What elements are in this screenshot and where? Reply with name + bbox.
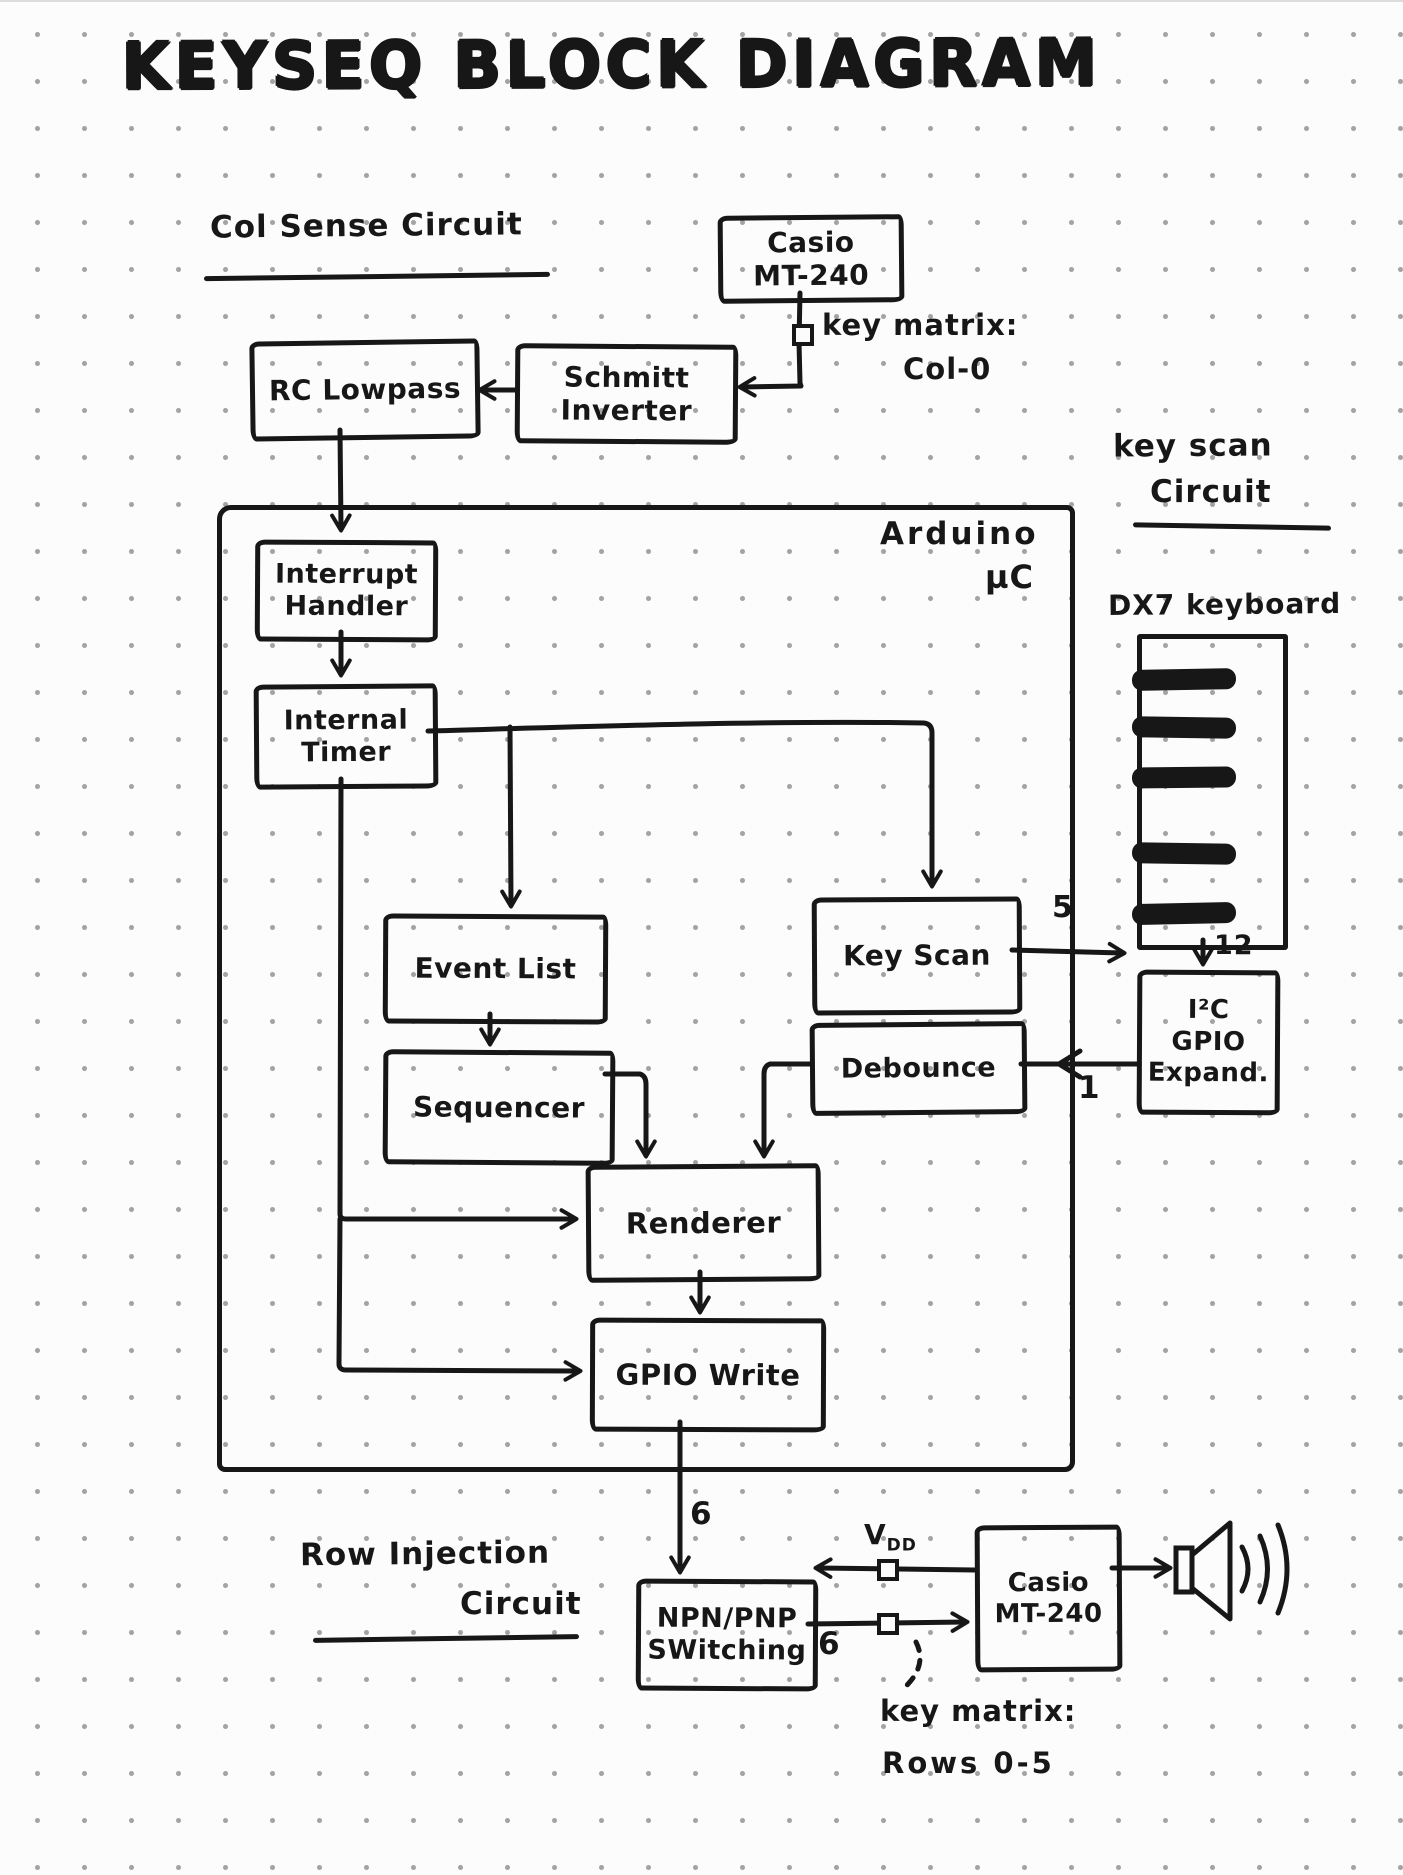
dx7-keyboard-label: DX7 keyboard [1107, 586, 1342, 623]
casio-bottom-line1: Casio [1007, 1567, 1090, 1599]
rc-lowpass-box: RC Lowpass [249, 338, 481, 442]
key-matrix-col-label-line2: Col-0 [903, 352, 992, 386]
col0-tap-square [792, 324, 814, 346]
col-sense-circuit-label: Col Sense Circuit [209, 206, 523, 246]
debounce-label: Debounce [840, 1051, 997, 1085]
gpio-write-box: GPIO Write [589, 1317, 827, 1433]
keyboard-key-bar [1131, 716, 1237, 739]
key-scan-circuit-label-line1: key scan [1112, 427, 1273, 465]
rc-lowpass-label: RC Lowpass [268, 372, 462, 408]
bus-width-5-label: 5 [1052, 890, 1074, 925]
speaker-icon [1173, 1520, 1290, 1622]
key-matrix-col-label-line1: key matrix: [822, 308, 1019, 342]
renderer-label: Renderer [625, 1205, 782, 1241]
keyboard-key-bar [1131, 766, 1237, 789]
arduino-uc-box [217, 505, 1075, 1472]
i2c-line3: Expand. [1147, 1058, 1270, 1089]
row-injection-label-line1: Row Injection [299, 1534, 551, 1574]
interrupt-handler-box: Interrupt Handler [254, 539, 439, 643]
npn-line2: SWitching [647, 1634, 807, 1667]
event-list-box: Event List [382, 913, 609, 1025]
speaker-driver [1173, 1545, 1195, 1595]
casio-mt240-top-box: Casio MT-240 [717, 214, 905, 304]
bus-width-6-rows-label: 6 [818, 1626, 841, 1662]
bus-width-12-label: 12 [1214, 930, 1254, 961]
arduino-label: Arduino [880, 516, 1039, 552]
npn-pnp-switching-box: NPN/PNP SWitching [635, 1578, 819, 1692]
timer-line2: Timer [301, 736, 392, 768]
sequencer-label: Sequencer [412, 1090, 586, 1125]
casio-mt240-bottom-box: Casio MT-240 [974, 1524, 1123, 1673]
col-sense-underline [203, 271, 551, 282]
casio-top-line2: MT-240 [753, 258, 870, 293]
schmitt-line2: Inverter [560, 393, 693, 428]
vdd-label: VDD [864, 1518, 917, 1556]
row-bus-dashed-arc [901, 1639, 923, 1691]
vdd-tap-square [877, 1559, 899, 1581]
i2c-line1: I²C [1187, 994, 1230, 1026]
key-scan-label: Key Scan [843, 939, 991, 973]
i2c-line2: GPIO [1171, 1026, 1246, 1057]
timer-line1: Internal [283, 704, 409, 737]
interrupt-line1: Interrupt [274, 558, 419, 591]
i2c-gpio-expander-box: I²C GPIO Expand. [1136, 969, 1281, 1116]
speaker-wave-1 [1239, 1544, 1251, 1594]
key-matrix-rows-label-line1: key matrix: [880, 1694, 1077, 1728]
event-list-label: Event List [414, 952, 577, 986]
row-injection-underline [312, 1634, 580, 1643]
keyboard-key-bar [1131, 842, 1237, 865]
vdd-base: V [864, 1518, 887, 1551]
vdd-sub: DD [886, 1535, 917, 1556]
gpio-write-label: GPIO Write [615, 1357, 801, 1393]
interrupt-line2: Handler [284, 590, 409, 623]
npn-line1: NPN/PNP [656, 1602, 798, 1635]
keyboard-key-bar [1131, 668, 1237, 691]
key-scan-underline [1132, 522, 1332, 531]
casio-bottom-line2: MT-240 [994, 1598, 1103, 1629]
key-scan-box: Key Scan [811, 896, 1023, 1016]
row-injection-label-line2: Circuit [460, 1586, 582, 1622]
sequencer-box: Sequencer [382, 1049, 616, 1166]
dx7-keyboard-box [1131, 634, 1288, 950]
renderer-box: Renderer [585, 1163, 822, 1283]
bus-width-1-label: 1 [1078, 1070, 1101, 1106]
speaker-wave-2 [1257, 1533, 1270, 1605]
key-scan-circuit-label-line2: Circuit [1150, 474, 1272, 510]
rows-tap-square [877, 1613, 899, 1635]
keyboard-key-bar [1131, 901, 1237, 926]
casio-top-line1: Casio [766, 225, 855, 260]
page-title: KEYSEQ BLOCK DIAGRAM [121, 24, 1102, 105]
speaker-wave-3 [1275, 1522, 1290, 1616]
schmitt-line1: Schmitt [563, 360, 690, 395]
schmitt-inverter-box: Schmitt Inverter [514, 343, 739, 445]
arduino-uc-label: µC [985, 558, 1035, 596]
debounce-box: Debounce [809, 1021, 1028, 1116]
bus-width-6-gpio-label: 6 [690, 1496, 713, 1532]
key-matrix-rows-label-line2: Rows 0-5 [882, 1746, 1055, 1780]
internal-timer-box: Internal Timer [253, 683, 439, 790]
speaker-horn [1189, 1520, 1233, 1622]
